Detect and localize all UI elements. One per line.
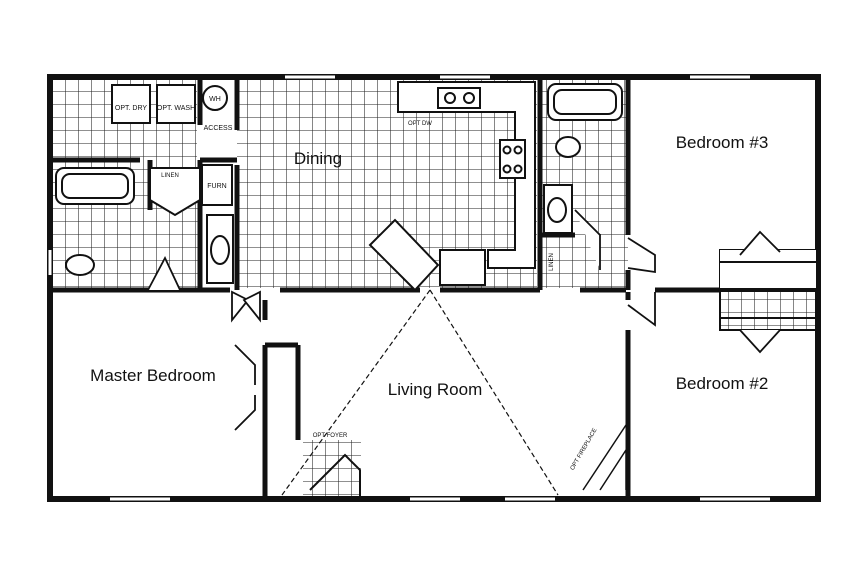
label-access: ACCESS xyxy=(204,125,233,132)
room-label-bedroom-2: Bedroom #2 xyxy=(676,374,769,393)
fireplace xyxy=(582,424,627,491)
label-furn: FURN xyxy=(207,183,226,190)
label-opt-foyer: OPT FOYER xyxy=(313,433,348,439)
label-wh: WH xyxy=(209,96,221,103)
label-opt-wash: OPT. WASH xyxy=(157,105,195,112)
room-label-living-room: Living Room xyxy=(388,380,483,399)
kitchen-counters xyxy=(368,81,536,292)
window-marks xyxy=(110,74,770,502)
closet-bedrooms xyxy=(719,249,817,331)
label-opt-dw: OPT DW xyxy=(408,121,432,127)
door-swings xyxy=(147,169,781,431)
bath-fixtures xyxy=(55,83,623,284)
room-label-bedroom-3: Bedroom #3 xyxy=(676,133,769,152)
room-label-dining: Dining xyxy=(294,149,342,168)
label-linen-left: LINEN xyxy=(161,173,179,179)
room-label-master-bedroom: Master Bedroom xyxy=(90,366,216,385)
label-opt-fireplace: OPT FIREPLACE xyxy=(570,428,599,472)
label-opt-dry: OPT. DRY xyxy=(115,105,147,112)
windows xyxy=(48,75,770,501)
foyer xyxy=(309,453,361,497)
diagonal-guides xyxy=(281,289,559,496)
label-linen-right: LINEN xyxy=(549,253,555,271)
